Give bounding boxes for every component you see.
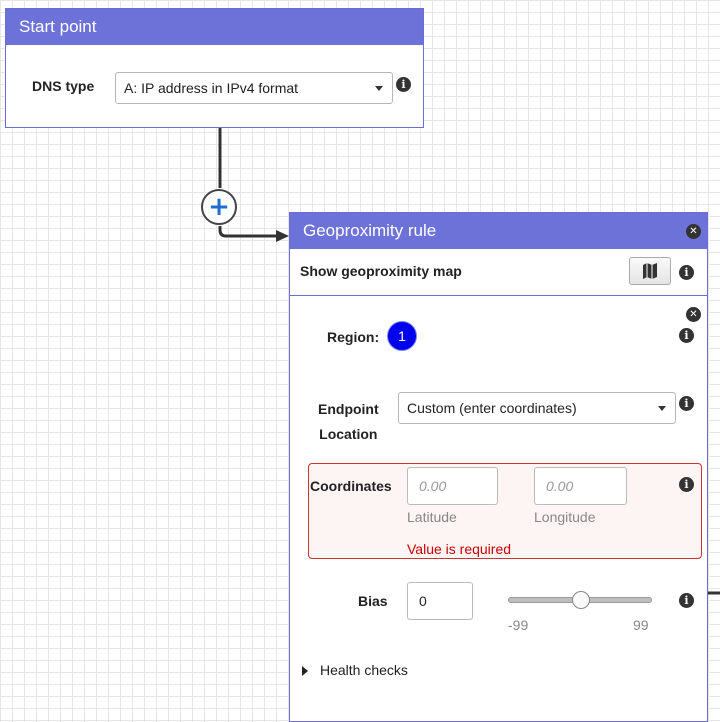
info-icon[interactable]: i	[679, 593, 694, 608]
longitude-input[interactable]: 0.00	[534, 467, 627, 505]
plus-icon: +	[208, 192, 230, 222]
endpoint-location-select[interactable]: Custom (enter coordinates)	[398, 392, 676, 424]
info-icon[interactable]: i	[396, 77, 411, 92]
bias-slider-thumb[interactable]	[572, 591, 590, 609]
chevron-down-icon	[375, 86, 383, 91]
longitude-label: Longitude	[534, 509, 596, 525]
start-point-panel: Start point DNS type A: IP address in IP…	[5, 8, 424, 128]
map-icon	[643, 263, 657, 279]
endpoint-label-line1: Endpoint	[318, 401, 379, 417]
geoproximity-header: Geoproximity rule	[290, 213, 707, 249]
bias-min-label: -99	[508, 617, 529, 633]
show-map-button[interactable]	[629, 257, 671, 285]
health-checks-toggle[interactable]: Health checks	[302, 662, 408, 678]
dns-type-select[interactable]: A: IP address in IPv4 format	[115, 72, 393, 104]
info-icon[interactable]: i	[679, 265, 694, 280]
region-badge: 1	[387, 321, 417, 351]
geoproximity-panel: Geoproximity rule ✕ Show geoproximity ma…	[289, 212, 708, 722]
dns-type-value: A: IP address in IPv4 format	[124, 80, 299, 96]
latitude-label: Latitude	[407, 509, 457, 525]
divider	[290, 295, 707, 296]
longitude-placeholder: 0.00	[546, 478, 574, 494]
start-point-header: Start point	[6, 9, 423, 45]
bias-input[interactable]: 0	[407, 582, 473, 620]
bias-value: 0	[419, 593, 427, 609]
info-icon[interactable]: i	[679, 477, 694, 492]
latitude-input[interactable]: 0.00	[407, 467, 498, 505]
geoproximity-title: Geoproximity rule	[303, 221, 437, 240]
info-icon[interactable]: i	[679, 328, 694, 343]
start-point-title: Start point	[19, 17, 97, 36]
endpoint-label-line2: Location	[319, 426, 378, 442]
info-icon[interactable]: i	[679, 396, 694, 411]
caret-right-icon	[302, 666, 308, 676]
bias-max-label: 99	[633, 617, 649, 633]
add-rule-button[interactable]: +	[201, 189, 237, 225]
bias-slider-track[interactable]	[508, 591, 652, 609]
endpoint-location-label: Endpoint Location	[318, 397, 379, 447]
latitude-placeholder: 0.00	[419, 478, 447, 494]
dns-type-label: DNS type	[32, 78, 95, 94]
close-icon[interactable]: ✕	[686, 307, 701, 322]
endpoint-location-value: Custom (enter coordinates)	[407, 400, 577, 416]
health-checks-label: Health checks	[320, 662, 408, 678]
coordinates-label: Coordinates	[310, 478, 392, 494]
bias-label: Bias	[358, 593, 388, 609]
chevron-down-icon	[658, 406, 666, 411]
coordinates-error: Value is required	[407, 541, 512, 557]
region-label: Region:	[327, 329, 380, 345]
close-icon[interactable]: ✕	[686, 224, 701, 239]
region-number: 1	[398, 328, 406, 344]
coordinates-group: Coordinates 0.00 0.00 Latitude Longitude…	[308, 463, 702, 559]
show-map-label: Show geoproximity map	[300, 263, 462, 279]
